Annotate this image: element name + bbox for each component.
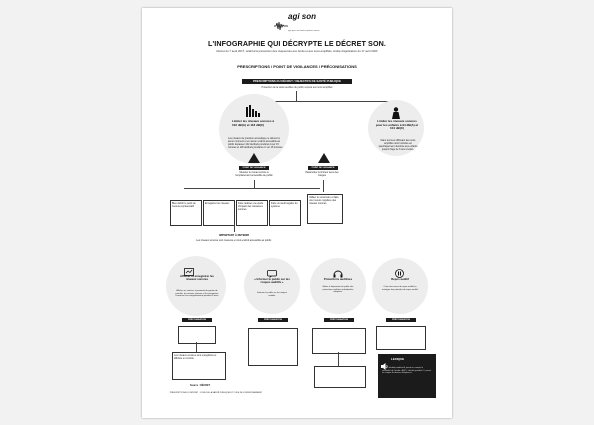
sound-level-bars-icon	[246, 104, 260, 117]
consider-body: Les niveaux sonores sont mesurés en tout…	[196, 239, 272, 242]
pause-icon	[395, 265, 404, 278]
limit-body-right: Dans les lieux diffusant des sons amplif…	[378, 139, 418, 151]
bullet-box-2: Enregistrer les niveaux	[203, 200, 235, 226]
bullet-box-4: Faire un audit régulier du système	[269, 200, 301, 226]
connector-line	[254, 180, 255, 188]
center-note-box: Les niveaux sonores sont enregistrés et …	[172, 352, 226, 380]
warning-triangle-left-icon	[248, 153, 260, 163]
detail-box-4	[376, 326, 426, 350]
card-body-1: Afficher en continu, à proximité du pupi…	[175, 290, 219, 298]
card-body-3: Mettre à disposition du public des prote…	[322, 286, 354, 294]
card-title-1: Afficher et enregistrer les niveaux sono…	[180, 274, 214, 282]
bottom-source: Source : DÉCRET	[189, 384, 211, 387]
section-heading: PRESCRIPTIONS / POINT DE VIGILANCES / PR…	[237, 64, 357, 69]
connector-line	[323, 180, 324, 192]
detail-box-1	[178, 326, 216, 344]
card-title-4: Repos auditif	[391, 277, 409, 281]
speech-bubble-icon	[267, 265, 277, 278]
card-body-2: Informer le public sur les risques audit…	[257, 292, 287, 297]
detail-box-2	[248, 328, 298, 366]
connector-line	[296, 91, 297, 101]
bottom-legal: PRESCRIPTIONS DU DÉCRET : CODE DE LA SAN…	[169, 392, 263, 394]
consider-heading: IMPORTANT À RETENIR	[219, 234, 249, 237]
level-display-icon	[184, 263, 194, 276]
connector-line	[338, 352, 339, 366]
vigilance-tag-left: POINT DE VIGILANCE	[239, 166, 269, 170]
card-circle-4	[372, 258, 428, 314]
vigilance-label-right: Paramétrer le limiteur avec des marges	[305, 171, 339, 177]
connector-line	[252, 101, 402, 102]
preconisation-tag-1: PRÉCONISATION	[182, 318, 212, 322]
child-icon	[389, 106, 403, 119]
card-circle-1	[166, 256, 226, 316]
card-body-4: Créer des zones de repos auditif ou ména…	[381, 286, 419, 291]
banner-subtitle: Protection de la santé auditive du publi…	[261, 86, 333, 89]
limit-circle-left	[219, 94, 289, 164]
vigilance-label-left: Mesurer le niveau sonore à l'emplacement…	[235, 171, 273, 177]
warning-triangle-right-icon	[318, 153, 330, 163]
limit-body-left: Les niveaux de pression acoustique ne do…	[228, 137, 283, 149]
bullet-box-3: Faire réaliser une étude d'impact des nu…	[236, 200, 268, 226]
speaker-icon	[381, 357, 389, 370]
card-circle-3	[310, 258, 366, 314]
preconisation-tag-4: PRÉCONISATION	[386, 318, 416, 322]
connector-line	[184, 188, 320, 189]
detail-box-5	[314, 366, 366, 388]
card-circle-2	[244, 258, 300, 314]
preconisation-tag-2: PRÉCONISATION	[258, 318, 288, 322]
lexique-panel: LEXIQUE dB(A) : décibel pondéré A, prend…	[378, 354, 436, 398]
infographic-poster: agi son agir pour une bonne gestion sono…	[142, 8, 452, 418]
connector-line	[196, 342, 197, 352]
page-title: L'INFOGRAPHIE QUI DÉCRYPTE LE DÉCRET SON…	[207, 39, 387, 48]
vigilance-tag-right: POINT DE VIGILANCE	[308, 166, 338, 170]
card-title-2: « Informer le public sur les risques aud…	[254, 277, 290, 285]
logo-tagline: agir pour une bonne gestion sonore	[288, 30, 320, 32]
headphones-icon	[333, 265, 343, 278]
preconisation-tag-3: PRÉCONISATION	[324, 318, 354, 322]
page-subtitle: Décret du 7 août 2017, relatif à la prév…	[216, 49, 378, 53]
lexique-body: dB(A) : décibel pondéré A, prend en comp…	[382, 367, 431, 375]
logo-name: agi son	[288, 12, 317, 21]
limit-title-right: Limiter les niveaux sonores pour les enf…	[375, 119, 419, 131]
soundwave-logo-icon	[274, 21, 288, 31]
prescriptions-banner: PRESCRIPTIONS DU DÉCRET / OBJECTIFS DE S…	[242, 79, 352, 84]
card-title-3: Protections auditives	[323, 277, 353, 281]
detail-box-3	[312, 328, 366, 354]
connector-line	[234, 224, 235, 232]
right-note-box: Utiliser le sonomètre et faire une mesur…	[307, 194, 343, 224]
bullet-box-1: Bien définir le point de mesure représen…	[170, 200, 202, 226]
limit-title-left: Limiter les niveaux sonores à 102 dB(A) …	[232, 119, 275, 127]
lexique-title: LEXIQUE	[391, 357, 405, 361]
agi-son-logo: agi son agir pour une bonne gestion sono…	[274, 13, 320, 37]
